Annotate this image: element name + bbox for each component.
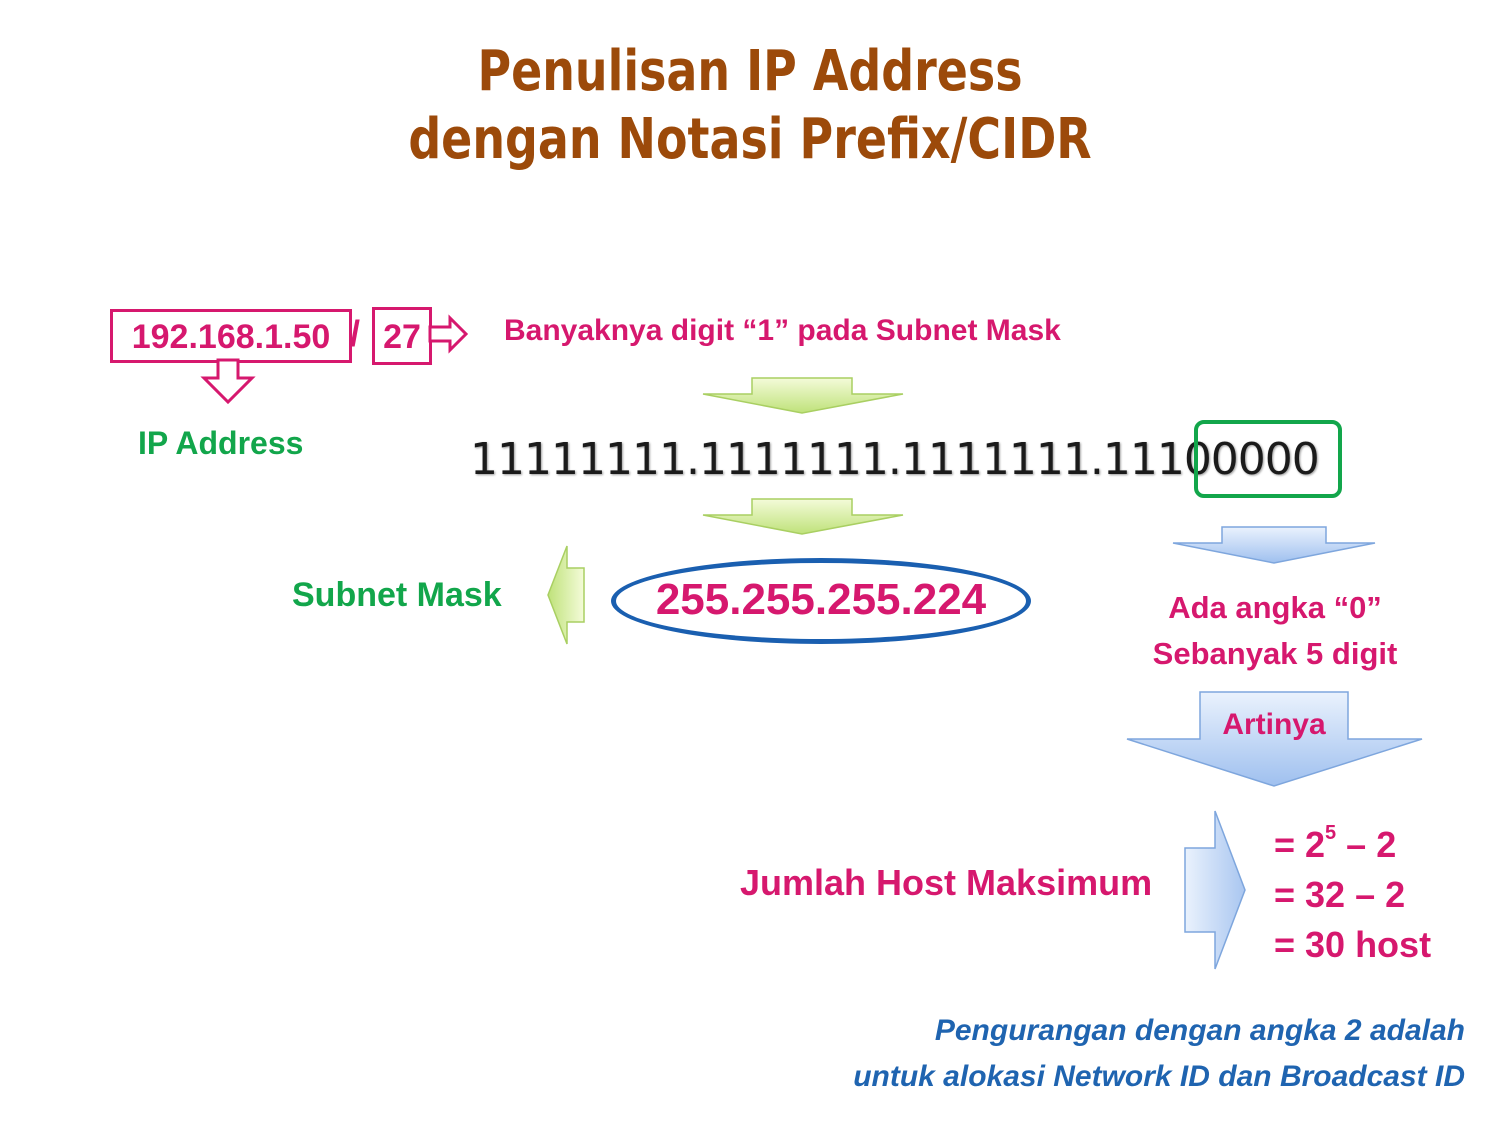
footnote-line-1: Pengurangan dengan angka 2 adalah (934, 1014, 1465, 1047)
subnet-mask-ellipse (611, 558, 1031, 644)
zero-count-note: Ada angka “0” Sebanyak 5 digit (1130, 585, 1420, 677)
calc-exponent: 5 (1325, 822, 1337, 844)
artinya-label: Artinya (1222, 708, 1326, 741)
calc-result: = 30 host (1274, 924, 1432, 965)
down-arrow-icon (702, 377, 904, 414)
ip-down-arrow-icon (200, 358, 256, 405)
down-arrow-icon (702, 498, 904, 535)
cidr-slash: / (350, 313, 361, 354)
zero-bits-highlight (1194, 420, 1342, 498)
calc-step-2: = 32 – 2 (1274, 874, 1406, 915)
footnote-line-2: untuk alokasi Network ID dan Broadcast I… (853, 1060, 1465, 1093)
title-line-2: dengan Notasi Prefix/CIDR (408, 107, 1092, 172)
max-host-label: Jumlah Host Maksimum (740, 862, 1153, 903)
subnet-mask-label: Subnet Mask (292, 576, 502, 614)
calc-base: = 2 (1274, 824, 1326, 865)
prefix-meaning: Banyaknya digit “1” pada Subnet Mask (504, 314, 1061, 347)
zero-note-line-2: Sebanyak 5 digit (1152, 636, 1398, 671)
footnote: Pengurangan dengan angka 2 adalah untuk … (700, 1008, 1465, 1100)
calc-step-1: = 25 – 2 (1274, 820, 1431, 870)
artinya-down-arrow-icon (1126, 691, 1423, 787)
host-calculation: = 25 – 2 = 32 – 2 = 30 host (1274, 820, 1431, 970)
left-arrow-icon (547, 545, 585, 645)
down-arrow-icon (1172, 526, 1376, 564)
slide-title: Penulisan IP Address dengan Notasi Prefi… (135, 38, 1365, 174)
ip-address-label: IP Address (138, 425, 304, 461)
calc-minus: – 2 (1336, 824, 1397, 865)
binary-subnet-mask: 11111111.1111111.1111111.11100000 (470, 434, 1320, 485)
prefix-right-arrow-icon (428, 314, 469, 354)
ip-address-box: 192.168.1.50 (110, 309, 352, 363)
right-arrow-icon (1184, 810, 1246, 970)
prefix-box: 27 (372, 307, 432, 365)
subnet-mask-value: 255.255.255.224 (655, 575, 987, 624)
zero-note-line-1: Ada angka “0” (1168, 590, 1382, 625)
title-line-1: Penulisan IP Address (477, 39, 1023, 104)
